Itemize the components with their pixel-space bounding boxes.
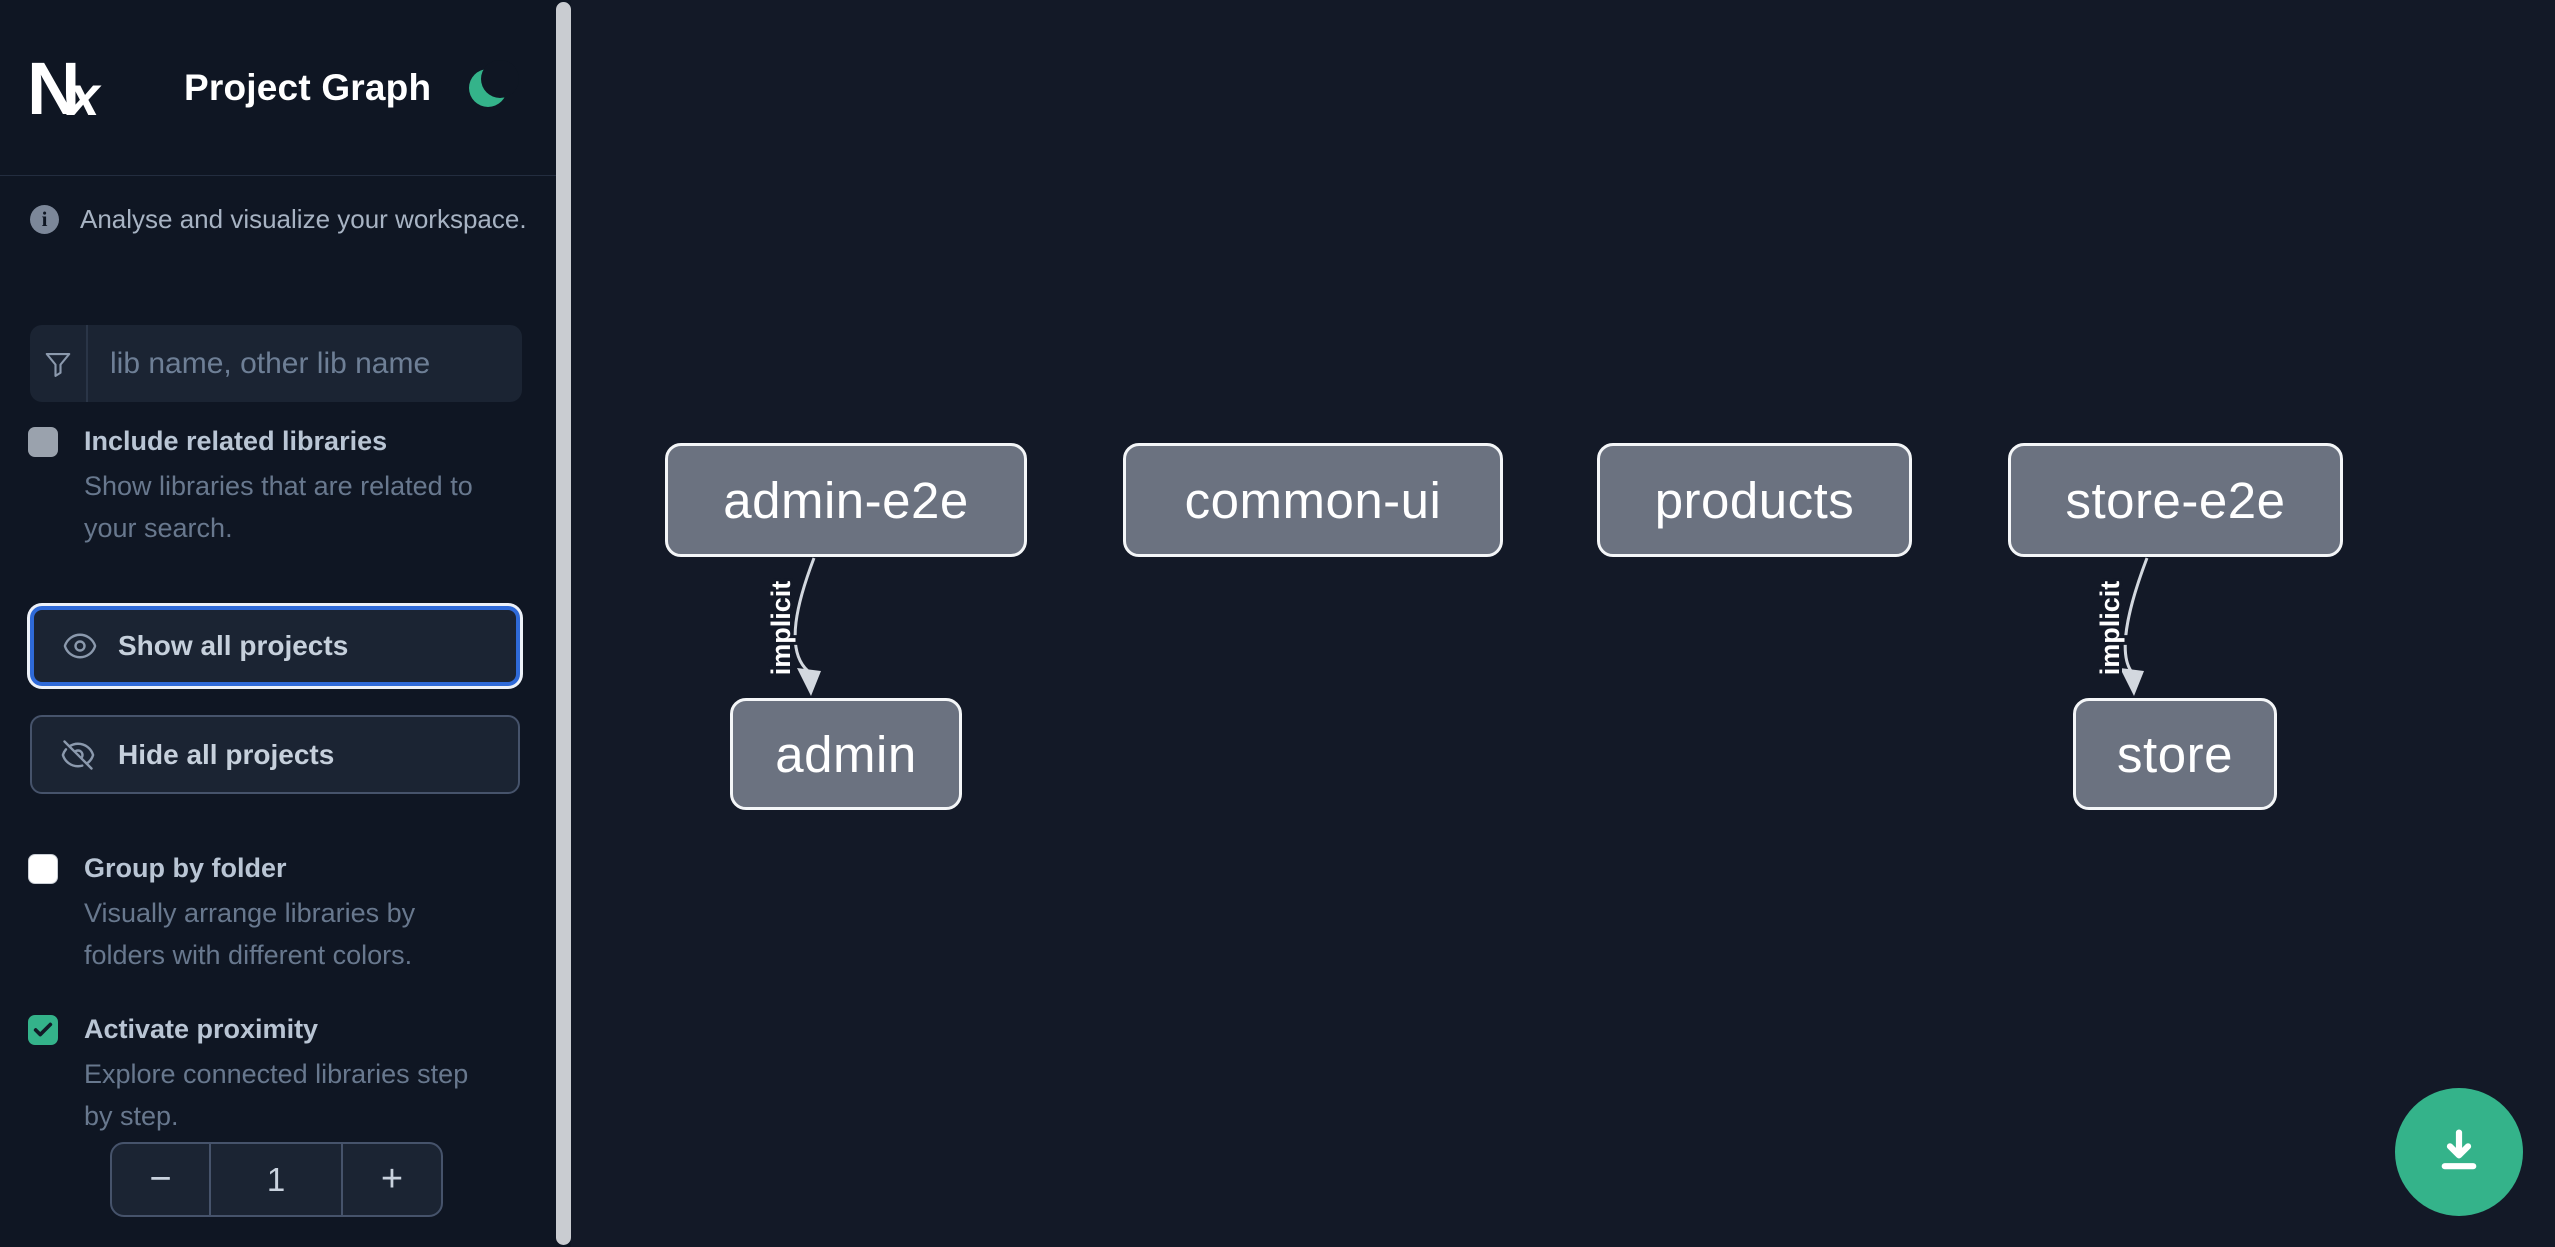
hide-all-projects-button[interactable]: Hide all projects	[30, 715, 520, 794]
nx-logo-x: x	[68, 63, 100, 127]
stepper-value: 1	[209, 1144, 343, 1215]
edge-label-implicit: implicit	[2095, 581, 2125, 676]
eye-slash-icon	[60, 737, 96, 773]
filter-input[interactable]	[88, 325, 522, 402]
activate-proximity-desc: Explore connected libraries step by step…	[84, 1059, 469, 1131]
intro-row: i Analyse and visualize your workspace.	[30, 204, 527, 235]
include-related-label: Include related libraries	[84, 426, 388, 456]
funnel-icon	[30, 325, 88, 402]
stepper-increment-button[interactable]: +	[380, 1158, 404, 1200]
sidebar-scrollbar[interactable]	[556, 2, 571, 1245]
page-title: Project Graph	[184, 66, 432, 108]
theme-toggle-moon-icon[interactable]	[469, 68, 508, 107]
filter-box	[30, 325, 522, 402]
show-all-projects-label: Show all projects	[118, 630, 349, 661]
edge-store-e2e-to-store	[2123, 557, 2149, 672]
include-related-checkbox[interactable]	[28, 427, 58, 457]
graph-node-common-ui[interactable]: common-ui	[1123, 443, 1503, 557]
graph-node-products[interactable]: products	[1597, 443, 1912, 557]
check-icon	[33, 1022, 53, 1037]
edge-admin-e2e-to-admin	[793, 557, 816, 673]
graph-node-admin[interactable]: admin	[730, 698, 962, 810]
group-by-folder-label: Group by folder	[84, 853, 287, 883]
edge-label-implicit: implicit	[766, 581, 796, 676]
option-include-related: Include related libraries Show libraries…	[28, 424, 473, 549]
group-by-folder-desc: Visually arrange libraries by folders wi…	[84, 898, 416, 970]
option-activate-proximity: Activate proximity Explore connected lib…	[28, 1012, 468, 1137]
include-related-desc: Show libraries that are related to your …	[84, 471, 473, 543]
eye-icon	[62, 628, 98, 664]
sidebar: N x Project Graph i Analyse and visualiz…	[0, 0, 571, 1247]
edge-layer: implicit implicit	[763, 557, 2149, 696]
activate-proximity-label: Activate proximity	[84, 1014, 319, 1044]
activate-proximity-checkbox[interactable]	[28, 1015, 58, 1045]
edge-arrowhead	[2120, 668, 2144, 696]
graph-node-store-e2e[interactable]: store-e2e	[2008, 443, 2343, 557]
download-icon	[2441, 1129, 2477, 1170]
show-all-projects-button[interactable]: Show all projects	[30, 606, 520, 686]
option-group-by-folder: Group by folder Visually arrange librari…	[28, 851, 415, 976]
stepper-decrement-button[interactable]: −	[149, 1158, 172, 1200]
proximity-stepper: − 1 +	[110, 1142, 443, 1217]
graph-canvas[interactable]: implicit implicit admin-e2e common-ui produ…	[571, 0, 2555, 1247]
graph-node-admin-e2e[interactable]: admin-e2e	[665, 443, 1027, 557]
sidebar-header: N x Project Graph	[0, 0, 556, 176]
hide-all-projects-label: Hide all projects	[118, 738, 335, 770]
group-by-folder-checkbox[interactable]	[28, 854, 58, 884]
info-icon: i	[30, 205, 59, 234]
intro-text: Analyse and visualize your workspace.	[80, 204, 527, 234]
download-image-button[interactable]	[2395, 1088, 2523, 1216]
graph-node-store[interactable]: store	[2073, 698, 2277, 810]
edge-arrowhead	[797, 668, 821, 696]
nx-logo-n: N	[27, 46, 80, 130]
nx-logo: N x	[27, 46, 123, 130]
